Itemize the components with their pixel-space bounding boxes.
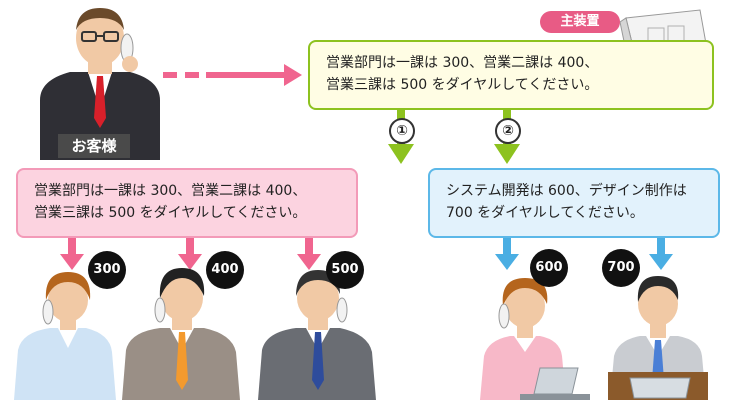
extension-600-badge: 600 xyxy=(530,249,568,287)
pink-arrow-400 xyxy=(178,238,202,270)
sales-announcement-box: 営業部門は一課は 300、営業二課は 400、 営業三課は 500 をダイヤルし… xyxy=(16,168,358,238)
staff-400-illustration xyxy=(122,268,240,400)
main-device-tag: 主装置 xyxy=(540,11,620,33)
sales-message-line: 営業部門は一課は 300、営業二課は 400、 xyxy=(34,183,307,199)
main-message-line: 営業部門は一課は 300、営業二課は 400、 xyxy=(326,55,599,71)
staff-700-illustration xyxy=(608,276,708,400)
dev-announcement-box: システム開発は 600、デザイン制作は 700 をダイヤルしてください。 xyxy=(428,168,720,238)
extension-700-badge: 700 xyxy=(602,249,640,287)
extension-500-badge: 500 xyxy=(326,251,364,289)
sales-message-line: 営業三課は 500 をダイヤルしてください。 xyxy=(34,205,307,221)
main-message-line: 営業三課は 500 をダイヤルしてください。 xyxy=(326,77,599,93)
dashed-arrow xyxy=(163,64,302,86)
blue-arrow-700 xyxy=(649,238,673,270)
pink-arrow-500 xyxy=(297,238,321,270)
choice-2-badge: ② xyxy=(495,118,521,144)
customer-label: お客様 xyxy=(58,134,130,158)
extension-400-badge: 400 xyxy=(206,251,244,289)
dev-message-line: 700 をダイヤルしてください。 xyxy=(446,205,644,221)
pink-arrow-300 xyxy=(60,238,84,270)
blue-arrow-600 xyxy=(495,238,519,270)
main-announcement-box: 営業部門は一課は 300、営業二課は 400、 営業三課は 500 をダイヤルし… xyxy=(308,40,714,110)
dev-message-line: システム開発は 600、デザイン制作は xyxy=(446,183,687,199)
extension-300-badge: 300 xyxy=(88,251,126,289)
staff-300-illustration xyxy=(14,272,116,400)
staff-600-illustration xyxy=(480,278,590,400)
choice-1-badge: ① xyxy=(389,118,415,144)
staff-500-illustration xyxy=(258,270,376,400)
